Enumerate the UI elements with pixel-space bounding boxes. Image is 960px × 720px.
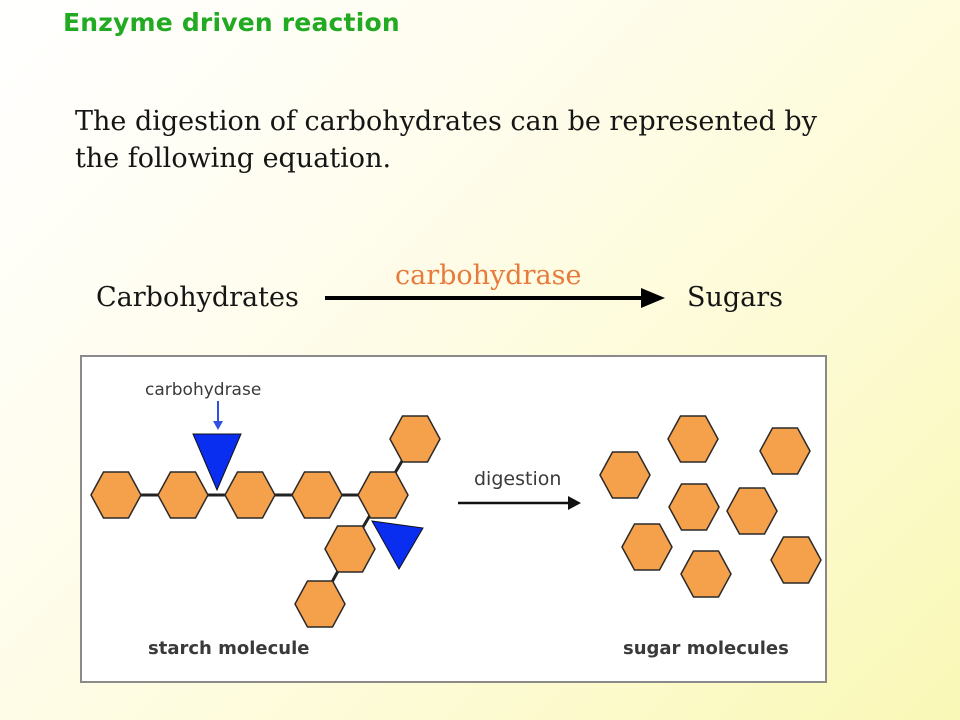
starch-hexagon xyxy=(389,415,441,463)
starch-caption: starch molecule xyxy=(148,638,309,659)
equation-arrow-icon xyxy=(325,288,665,308)
sugar-hexagon xyxy=(668,483,720,531)
starch-hexagon xyxy=(324,525,376,573)
slide-title: Enzyme driven reaction xyxy=(63,8,400,37)
sugar-hexagon xyxy=(770,536,822,584)
digestion-diagram-svg: carbohydrase digestion starch molecule s xyxy=(90,380,822,659)
starch-hexagon xyxy=(294,580,346,628)
starch-hexagon xyxy=(291,471,343,519)
sugar-hexagon xyxy=(599,451,651,499)
sugar-hexagon xyxy=(680,550,732,598)
starch-hexagon xyxy=(90,471,142,519)
starch-molecule xyxy=(90,415,441,628)
sugar-hexagon xyxy=(621,523,673,571)
sugar-hexagon xyxy=(759,427,811,475)
enzyme-triangle-icon xyxy=(192,433,242,492)
enzyme-triangle-icon xyxy=(371,520,424,571)
digestion-diagram: carbohydrase digestion starch molecule s xyxy=(80,355,827,683)
enzyme-label: carbohydrase xyxy=(145,380,261,400)
intro-text: The digestion of carbohydrates can be re… xyxy=(75,106,817,174)
starch-hexagon xyxy=(157,471,209,519)
equation-enzyme: carbohydrase xyxy=(395,260,582,291)
sugar-molecules xyxy=(599,415,822,598)
digestion-label: digestion xyxy=(474,468,561,490)
starch-hexagon xyxy=(224,471,276,519)
digestion-arrow-icon xyxy=(458,496,581,510)
equation-reactant: Carbohydrates xyxy=(96,282,299,313)
enzyme-pointer-arrow-icon xyxy=(213,401,223,430)
chain-bonds xyxy=(118,438,417,605)
sugar-hexagon xyxy=(726,487,778,535)
equation-product: Sugars xyxy=(687,282,784,313)
starch-hexagon xyxy=(357,471,409,519)
sugar-caption: sugar molecules xyxy=(623,638,789,659)
sugar-hexagon xyxy=(667,415,719,463)
